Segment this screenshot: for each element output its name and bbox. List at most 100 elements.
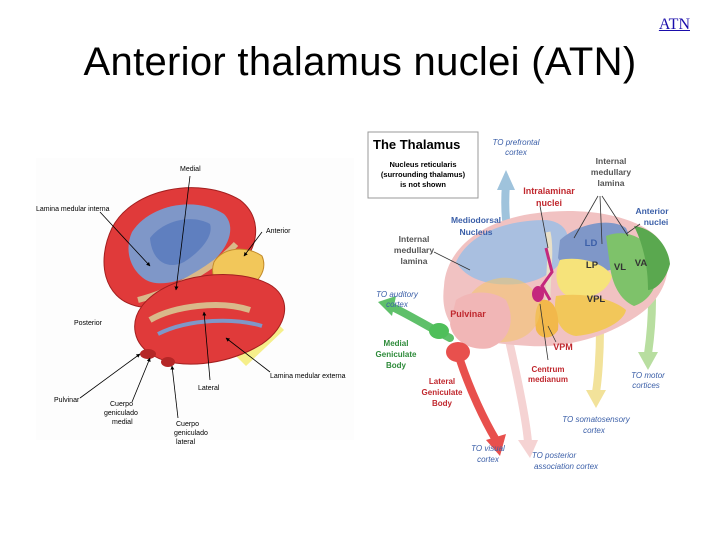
- info-box-title: The Thalamus: [373, 137, 460, 152]
- arrow-to-visual: [456, 356, 500, 444]
- label-geniculado-lateral-3: lateral: [176, 439, 196, 446]
- lateral-geniculate-body-shape: [446, 342, 470, 362]
- label-medial: Medial: [180, 166, 201, 173]
- medial-pointer: [174, 175, 191, 291]
- arrow-to-prefrontal-head: [497, 170, 515, 190]
- va-region: [634, 226, 670, 290]
- pulvinar-region: [450, 292, 511, 349]
- label-lamina-externa: Lamina medular externa: [270, 373, 346, 380]
- label-to-posterior-2: association cortex: [534, 462, 599, 471]
- label-centrum-1: Centrum: [532, 365, 565, 374]
- lamina-externa-band: [148, 302, 251, 323]
- pulvinar-pointer: [79, 353, 141, 399]
- label-vpl: VPL: [587, 294, 606, 305]
- label-mediodorsal-1: Mediodorsal: [451, 215, 501, 225]
- vpm-line: [547, 325, 557, 343]
- arrow-to-posterior: [504, 332, 532, 446]
- arrow-to-motor: [644, 296, 656, 358]
- label-internal-medullary-top-3: lamina: [598, 178, 625, 188]
- label-lp: LP: [586, 260, 599, 271]
- atn-link[interactable]: ATN: [658, 16, 690, 33]
- label-geniculado-lateral-1: Cuerpo: [176, 421, 199, 428]
- label-vpm: VPM: [553, 342, 573, 352]
- arrow-to-motor-head: [638, 352, 658, 370]
- slide-title: Anterior thalamus nuclei (ATN): [83, 40, 637, 84]
- internal-medullary-top-line-1: [573, 195, 599, 239]
- label-to-visual-1: TO visual: [471, 444, 505, 453]
- label-ld: LD: [585, 238, 598, 249]
- label-anterior: Anterior: [266, 228, 291, 235]
- label-geniculado-medial-3: medial: [112, 419, 133, 426]
- label-to-auditory-1: TO auditory: [376, 290, 419, 299]
- thalamus-info-box: [367, 131, 479, 199]
- label-to-prefrontal-2: cortex: [505, 148, 528, 157]
- label-geniculado-medial-2: geniculado: [104, 410, 138, 417]
- label-to-somatosensory-1: TO somatosensory: [562, 415, 630, 424]
- label-lateral-geniculate-3: Body: [432, 399, 453, 408]
- label-internal-medullary-left-2: medullary: [394, 245, 434, 255]
- mediodorsal-nucleus-region: [456, 220, 569, 285]
- right-thalamus-figure: The Thalamus Nucleus reticularis (surrou…: [367, 131, 670, 471]
- vpl-region: [554, 294, 626, 336]
- projection-arrows: [378, 170, 658, 458]
- label-medial-geniculate-2: Geniculate: [376, 350, 417, 359]
- centrum-medianum-line: [539, 303, 549, 361]
- label-intralaminar-1: Intralaminar: [523, 186, 575, 196]
- internal-medullary-top-line-3: [601, 195, 629, 237]
- label-to-motor-1: TO motor: [631, 371, 665, 380]
- label-geniculado-medial-1: Cuerpo: [110, 401, 133, 408]
- info-box-note-1: Nucleus reticularis: [389, 160, 456, 169]
- label-internal-medullary-left-3: lamina: [401, 256, 428, 266]
- lower-thalamus-blue-band: [157, 318, 263, 336]
- label-mediodorsal-2: Nucleus: [459, 227, 492, 237]
- lamina-externa-pointer: [225, 337, 271, 373]
- label-anterior-nuclei-1: Anterior: [635, 206, 669, 216]
- label-lateral-geniculate-2: Geniculate: [422, 388, 463, 397]
- label-to-prefrontal-1: TO prefrontal: [493, 138, 540, 147]
- label-lateral-geniculate-1: Lateral: [429, 377, 455, 386]
- lateral-pointer: [202, 311, 211, 381]
- medial-geniculate-nub: [140, 349, 156, 359]
- geniculado-lateral-pointer: [170, 365, 179, 419]
- label-to-posterior-1: TO posterior: [532, 451, 577, 460]
- lateral-geniculate-nub: [161, 357, 175, 367]
- lp-region: [556, 258, 612, 299]
- info-box-note-3: is not shown: [400, 180, 446, 189]
- left-thalamus-figure: Medial Lamina medular interna Anterior P…: [36, 158, 354, 446]
- label-medial-geniculate-1: Medial: [384, 339, 409, 348]
- anterior-pointer: [243, 231, 263, 257]
- label-pulvinar: Pulvinar: [54, 397, 80, 404]
- arrow-to-posterior-head: [518, 440, 538, 458]
- label-posterior: Posterior: [74, 320, 103, 327]
- arrow-to-somatosensory: [592, 326, 604, 396]
- label-vl: VL: [614, 262, 626, 273]
- arrow-to-somatosensory-head: [586, 390, 606, 408]
- label-geniculado-lateral-2: geniculado: [174, 430, 208, 437]
- info-box-note-2: (surrounding thalamus): [381, 170, 466, 179]
- medial-geniculate-body-shape: [429, 323, 449, 339]
- intralaminar-nuclei-shape: [540, 247, 554, 301]
- geniculado-medial-pointer: [131, 357, 151, 403]
- label-to-somatosensory-2: cortex: [583, 426, 606, 435]
- label-internal-medullary-top-1: Internal: [596, 156, 627, 166]
- label-lamina-interna: Lamina medular interna: [36, 206, 110, 213]
- label-internal-medullary-top-2: medullary: [591, 167, 631, 177]
- internal-medullary-left-line: [433, 251, 471, 271]
- anterior-nuclei-line: [625, 223, 641, 235]
- label-centrum-2: medianum: [528, 375, 568, 384]
- upper-thalamus-blue-inner: [150, 219, 211, 265]
- centrum-medianum-shape: [532, 286, 544, 302]
- label-internal-medullary-left-1: Internal: [399, 234, 430, 244]
- label-pulvinar: Pulvinar: [450, 309, 486, 319]
- arrow-to-auditory-head: [378, 296, 396, 316]
- label-to-motor-2: cortices: [632, 381, 660, 390]
- label-to-auditory-2: cortex: [386, 300, 409, 309]
- label-to-visual-2: cortex: [477, 455, 500, 464]
- label-medial-geniculate-3: Body: [386, 361, 407, 370]
- label-intralaminar-2: nuclei: [536, 198, 562, 208]
- arrow-to-visual-head: [486, 434, 506, 456]
- label-lateral: Lateral: [198, 385, 220, 392]
- label-anterior-nuclei-2: nuclei: [644, 217, 669, 227]
- label-va: VA: [635, 258, 648, 269]
